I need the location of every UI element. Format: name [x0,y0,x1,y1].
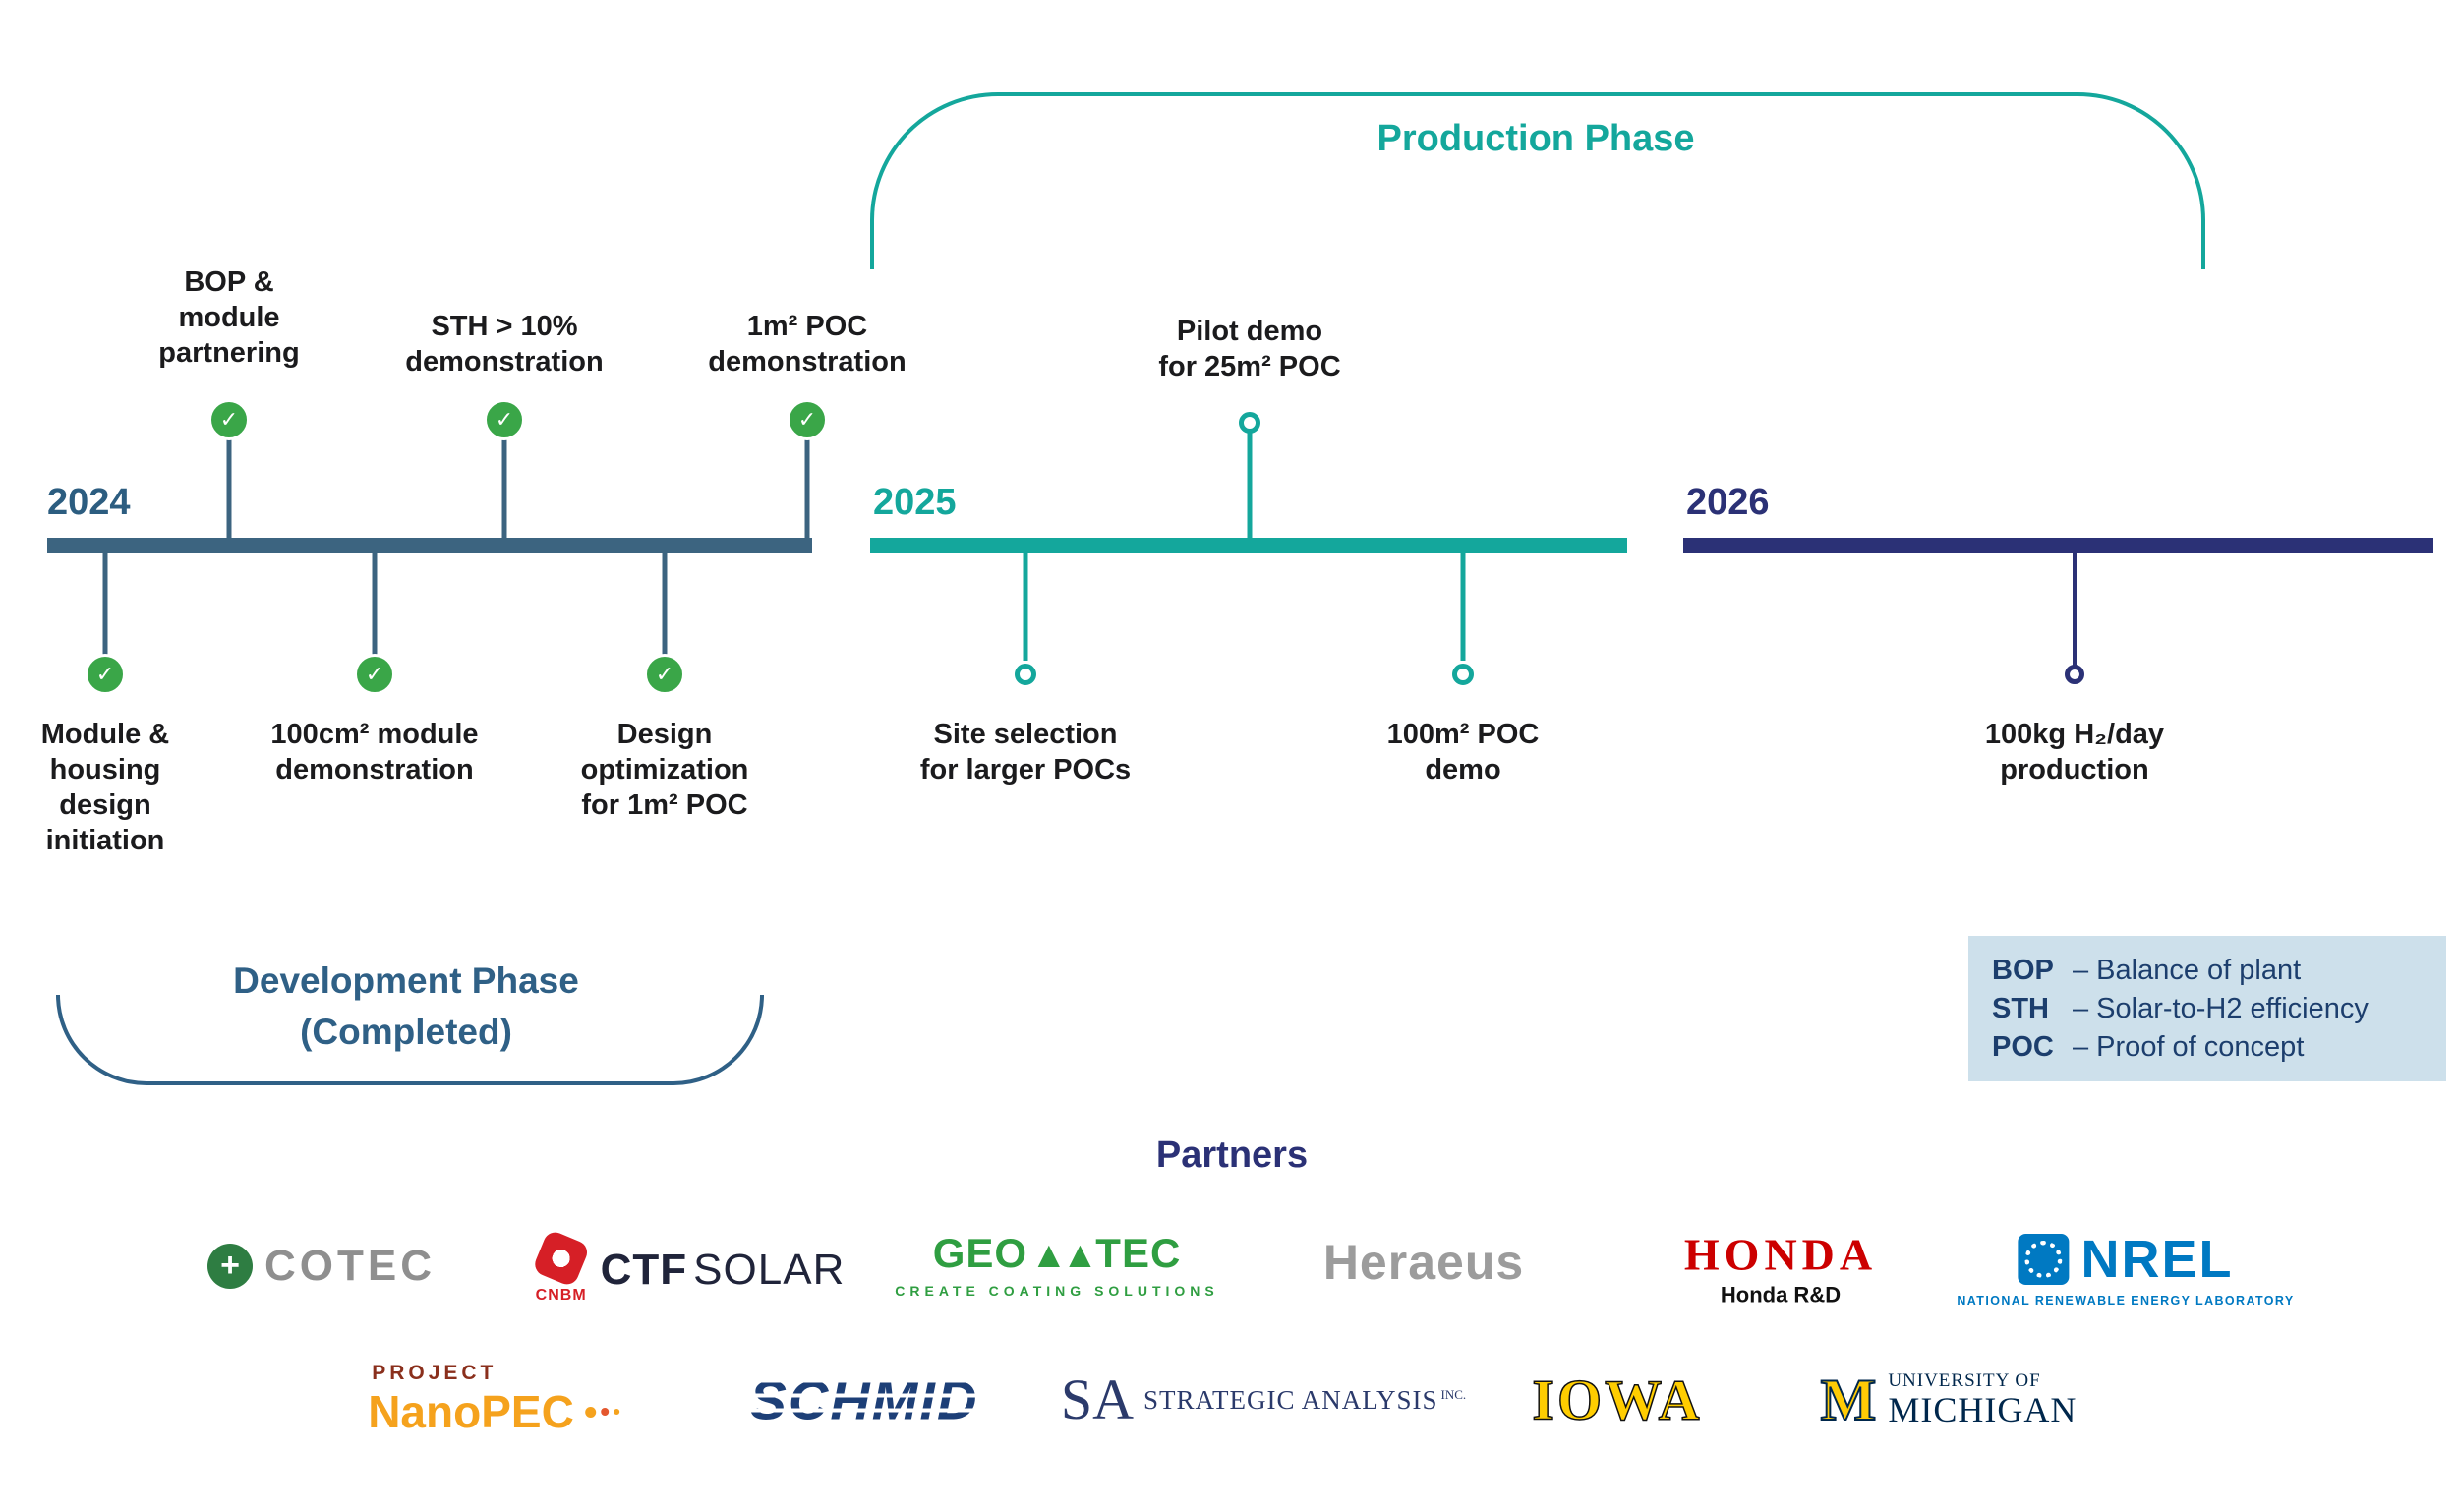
legend-row-sth: STH – Solar-to-H2 efficiency [1992,990,2446,1028]
milestone-stem [2073,551,2077,667]
schmid-wordmark: SCHMID [741,1367,987,1432]
check-icon: ✓ [484,399,525,440]
nanopec-project-label: PROJECT [372,1362,497,1384]
partners-heading: Partners [1155,1134,1309,1176]
milestone-label-sth-demonstration: STH > 10% demonstration [405,311,604,378]
milestone-label-100m2-poc-demo: 100m² POC demo [1386,719,1540,785]
michigan-university-of-text: UNIVERSITY OF [1888,1370,2041,1392]
year-label-2025: 2025 [873,482,957,523]
milestone-stem [102,551,108,659]
partner-logo-iowa: IOWA [1532,1367,1702,1433]
geomatec-wordmark: GEO ▲▲ TEC [933,1230,1182,1277]
geomatec-tagline: CREATE COATING SOLUTIONS [895,1283,1219,1299]
heraeus-wordmark: Heraeus [1322,1235,1525,1290]
year-label-2024: 2024 [47,482,131,523]
check-icon: ✓ [354,654,395,695]
legend-row-poc: POC – Proof of concept [1992,1028,2446,1067]
nrel-row: NREL [2018,1229,2234,1290]
milestone-label-site-selection: Site selection for larger POCs [919,719,1132,785]
production-phase-label: Production Phase [1376,118,1695,159]
legend-def: – Solar-to-H2 efficiency [2073,993,2369,1024]
year-label-2026: 2026 [1686,482,1770,523]
legend-row-bop: BOP – Balance of plant [1992,952,2446,990]
milestone-label-100cm2-module: 100cm² module demonstration [270,719,479,785]
cnbm-label: CNBM [535,1287,587,1304]
ctf-solar-icon-wrap: CNBM [531,1228,591,1305]
sa-wordmark: STRATEGIC ANALYSIS [1142,1384,1438,1415]
michigan-m-icon: M [1820,1367,1878,1432]
milestone-stem [501,423,507,541]
geomatec-tec-text: TEC [1095,1230,1182,1276]
ctf-bold-text: CTF [600,1246,688,1294]
nanopec-dots-icon [580,1406,619,1418]
check-icon: ✓ [644,654,685,695]
milestone-label-100kg-h2-production: 100kg H₂/day production [1984,719,2165,785]
partner-logo-heraeus: Heraeus [1323,1234,1524,1291]
nrel-icon [2018,1234,2070,1285]
legend-def: – Proof of concept [2073,1031,2305,1063]
nrel-tagline: NATIONAL RENEWABLE ENERGY LABORATORY [1957,1294,2295,1308]
milestone-dot-icon [1015,664,1036,685]
check-icon: ✓ [208,399,250,440]
legend-abbr: STH [1992,993,2049,1024]
milestone-label-module-housing-design: Module & housing design initiation [40,719,170,856]
check-icon: ✓ [85,654,126,695]
partner-logo-michigan: M UNIVERSITY OF MICHIGAN [1820,1367,2078,1432]
honda-wordmark: HONDA [1683,1229,1878,1280]
milestone-stem [372,551,378,659]
milestone-stem [226,423,232,541]
milestone-stem [804,423,810,541]
partner-logo-cotec: + COTEC [207,1242,436,1291]
partner-logo-honda: HONDA Honda R&D [1684,1229,1877,1308]
sa-monogram: SA [1060,1367,1134,1431]
geomatec-triangles-icon: ▲▲ [1030,1235,1098,1276]
milestone-stem [1460,551,1466,661]
partner-logo-geomatec: GEO ▲▲ TEC CREATE COATING SOLUTIONS [895,1230,1218,1299]
michigan-text-column: UNIVERSITY OF MICHIGAN [1888,1370,2077,1429]
milestone-stem [1023,551,1028,661]
cotec-wordmark: COTEC [264,1242,436,1290]
iowa-wordmark: IOWA [1532,1367,1703,1433]
partner-logo-schmid: SCHMID [741,1367,987,1432]
legend-def: – Balance of plant [2073,955,2302,986]
nrel-sun-icon [2024,1241,2063,1278]
milestone-dot-icon [1452,664,1474,685]
honda-rd-label: Honda R&D [1720,1282,1842,1308]
milestone-dot-icon [2065,665,2084,684]
milestone-stem [1247,425,1253,541]
timeline-bar-2026 [1683,538,2433,553]
ctf-solar-icon [531,1228,591,1289]
development-phase-label: Development Phase (Completed) [233,960,579,1052]
nrel-wordmark: NREL [2080,1230,2234,1289]
partner-logo-nanopec: PROJECT NanoPEC [368,1362,619,1438]
milestone-dot-icon [1239,412,1260,434]
timeline-bar-2025 [870,538,1627,553]
milestone-label-design-optimization: Design optimization for 1m² POC [580,719,749,821]
milestone-label-bop-module-partnering: BOP & module partnering [158,266,300,369]
legend-abbr: BOP [1992,955,2054,986]
partner-logo-nrel: NREL NATIONAL RENEWABLE ENERGY LABORATOR… [1957,1229,2294,1308]
milestone-stem [662,551,668,659]
legend-box: BOP – Balance of plant STH – Solar-to-H2… [1968,936,2446,1081]
nanopec-wordmark: NanoPEC [368,1386,574,1437]
legend-abbr: POC [1992,1031,2054,1063]
partner-logo-strategic-analysis: SA STRATEGIC ANALYSIS INC. [1061,1371,1466,1428]
geomatec-geo-text: GEO [932,1230,1028,1276]
development-phase-brace [56,995,764,1085]
ctf-solar-text: SOLAR [693,1246,846,1294]
milestone-label-pilot-demo-25m2: Pilot demo for 25m² POC [1158,316,1341,382]
milestone-label-1m2-poc-demonstration: 1m² POC demonstration [708,311,907,378]
cotec-icon: + [207,1244,253,1289]
check-icon: ✓ [787,399,828,440]
michigan-text: MICHIGAN [1888,1390,2078,1430]
timeline-bar-2024 [47,538,812,553]
sa-inc-label: INC. [1440,1387,1467,1402]
nanopec-row: NanoPEC [368,1385,619,1438]
